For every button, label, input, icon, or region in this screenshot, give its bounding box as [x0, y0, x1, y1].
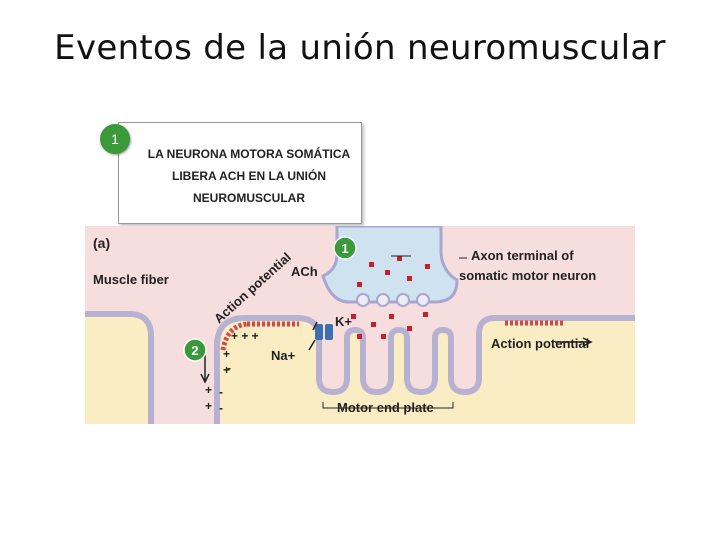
ach-label: ACh: [291, 264, 318, 279]
svg-text:-: -: [227, 361, 231, 375]
na-ion-label: Na+: [271, 348, 296, 363]
ach-molecule: [425, 264, 430, 269]
synaptic-vesicle: [376, 293, 390, 307]
plus-signs-label: + + +: [231, 329, 259, 343]
ach-molecule: [369, 262, 374, 267]
synaptic-vesicle: [356, 293, 370, 307]
k-ion-label: K+: [335, 314, 352, 329]
depolarized-membrane-corner: [220, 321, 248, 351]
ach-receptor-channel: [315, 324, 333, 340]
svg-text:-: -: [219, 401, 223, 415]
left-muscle-membrane: [85, 311, 154, 424]
na-arrow: [308, 339, 316, 351]
ach-molecule: [397, 256, 402, 261]
ach-molecules: [351, 256, 430, 339]
ach-molecule: [351, 314, 356, 319]
muscle-fiber-cytoplasm: [217, 318, 635, 424]
ach-molecule: [423, 312, 428, 317]
step-1-badge: [333, 236, 357, 260]
svg-text:-: -: [219, 385, 223, 399]
svg-text:+: +: [223, 347, 230, 361]
svg-text:+: +: [205, 399, 212, 413]
ach-molecule: [385, 270, 390, 275]
step-badge-1: 1: [100, 124, 130, 154]
svg-text:+: +: [205, 383, 212, 397]
neuromuscular-junction-diagram: (a) Muscle fiber ACh Axon terminal of so…: [85, 226, 635, 424]
ach-molecule: [357, 282, 362, 287]
panel-label: (a): [93, 235, 110, 251]
motor-end-plate-label: Motor end plate: [337, 400, 434, 415]
svg-text:+: +: [223, 363, 230, 377]
membrane-charge-signs: + - + + + - -: [205, 347, 231, 415]
step-2-badge: [183, 338, 207, 362]
slide-title: Eventos de la unión neuromuscular: [54, 28, 666, 68]
step-1-number: 1: [341, 241, 348, 256]
synaptic-vesicle: [416, 293, 430, 307]
action-potential-right-label: Action potential: [491, 336, 589, 351]
synaptic-vesicle: [396, 293, 410, 307]
motor-end-plate-bracket: [322, 402, 454, 409]
ach-molecule: [371, 322, 376, 327]
motor-end-plate-membrane: [214, 315, 635, 424]
axon-terminal: [321, 226, 459, 304]
propagation-arrowhead: [200, 373, 210, 384]
ach-molecule: [357, 334, 362, 339]
step-2-number: 2: [191, 343, 198, 358]
ach-molecule: [389, 314, 394, 319]
k-arrow: [312, 321, 318, 331]
ach-molecule: [407, 276, 412, 281]
axon-terminal-label-line1: Axon terminal of: [471, 248, 574, 263]
ach-molecule: [381, 334, 386, 339]
left-muscle-cytoplasm: [85, 314, 151, 424]
ach-molecule: [407, 326, 412, 331]
caption-box: LA NEURONA MOTORA SOMÁTICA LIBERA ACh EN…: [118, 122, 362, 224]
caption-text: LA NEURONA MOTORA SOMÁTICA LIBERA ACh EN…: [147, 147, 351, 205]
action-potential-right-arrowhead: [582, 337, 593, 347]
axon-terminal-label-line2: somatic motor neuron: [459, 268, 596, 283]
muscle-fiber-label: Muscle fiber: [93, 272, 169, 287]
